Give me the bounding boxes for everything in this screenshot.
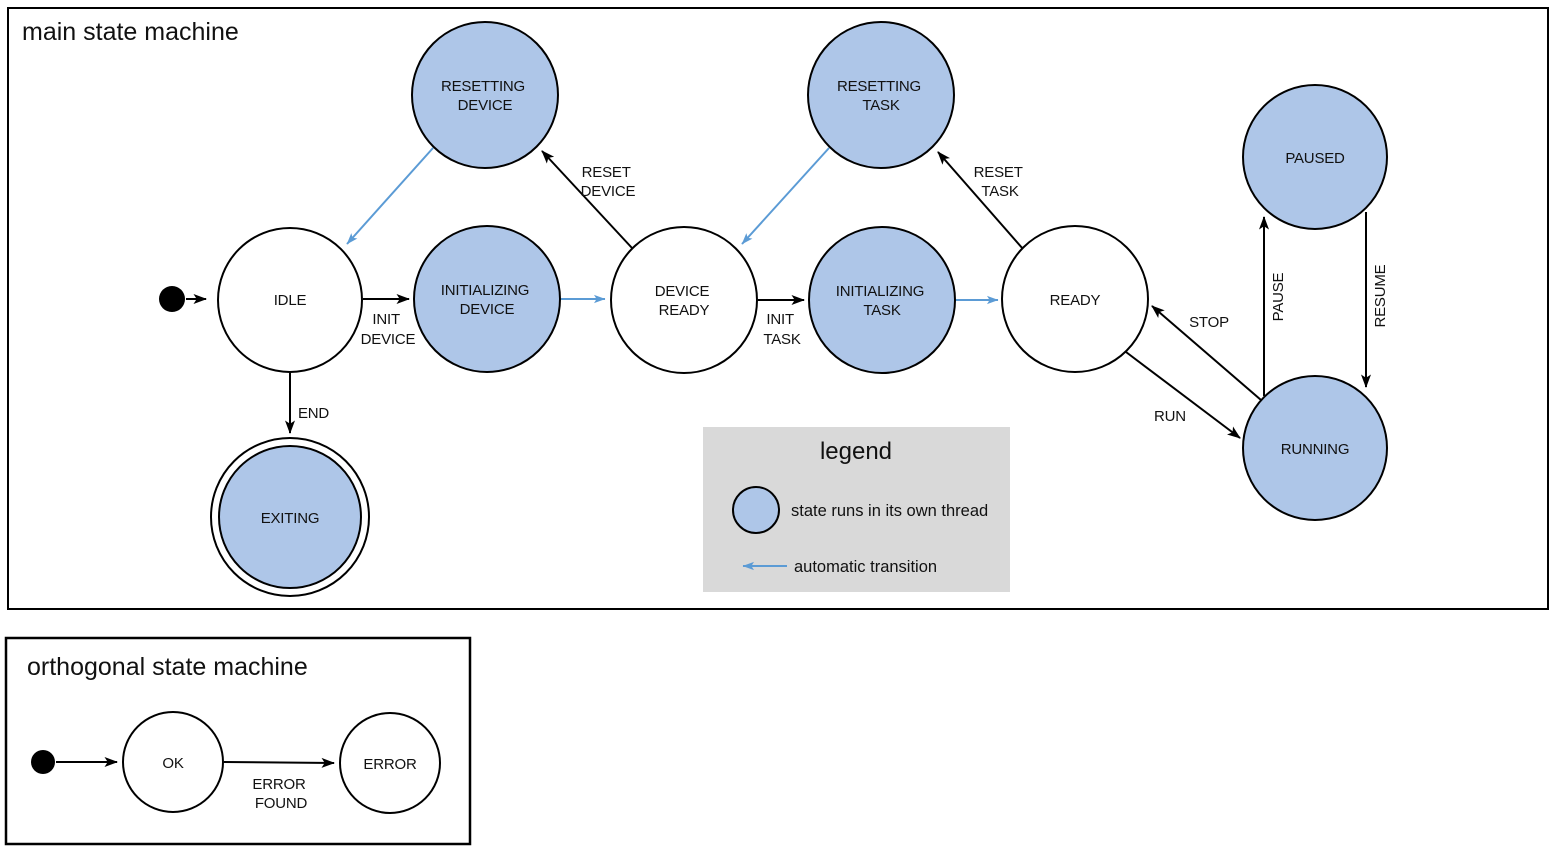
state-idle-circle (217, 227, 363, 373)
orthogonal-title: orthogonal state machine (27, 653, 308, 681)
state-device-ready-circle (610, 226, 758, 374)
transition-auto-reset-device-done (346, 147, 434, 245)
legend-threaded-state-swatch (732, 486, 780, 534)
state-resetting-device: RESETTING DEVICE (411, 21, 559, 169)
state-initializing-device-label: INITIALIZING DEVICE (441, 282, 533, 318)
orthogonal-initial-state-dot (31, 750, 55, 774)
transition-label-run: RUN (1154, 408, 1186, 425)
state-resetting-task-circle (807, 21, 955, 169)
transition-label-pause: PAUSE (1270, 272, 1287, 321)
transition-reset-device (541, 150, 633, 249)
state-device-ready-label: DEVICE READY (655, 283, 714, 319)
state-ok-label: OK (162, 755, 183, 772)
transition-label-reset-device: RESET DEVICE (581, 164, 636, 200)
state-resetting-task: RESETTING TASK (807, 21, 955, 169)
state-resetting-device-label: RESETTING DEVICE (441, 78, 529, 114)
state-initializing-device-circle (413, 225, 561, 373)
state-paused: PAUSED (1242, 84, 1388, 230)
orthogonal-machine: orthogonal state machine OK ERROR FOUND … (4, 636, 472, 846)
state-error-circle (339, 712, 441, 814)
transition-label-stop: STOP (1189, 314, 1229, 331)
state-initializing-task: INITIALIZING TASK (808, 226, 956, 374)
state-initializing-task-circle (808, 226, 956, 374)
state-exiting-label: EXITING (261, 510, 320, 527)
transition-label-reset-task: RESET TASK (974, 164, 1027, 200)
state-initializing-device: INITIALIZING DEVICE (413, 225, 561, 373)
legend-automatic-label: automatic transition (794, 558, 937, 576)
transition-label-resume: RESUME (1372, 264, 1389, 327)
state-resetting-device-circle (411, 21, 559, 169)
state-ok-circle (122, 711, 224, 813)
orthogonal-transition-error-found (223, 757, 335, 768)
transition-label-init-task: INIT TASK (763, 311, 800, 348)
state-idle-label: IDLE (274, 292, 307, 309)
main-title: main state machine (22, 18, 239, 46)
state-device-ready: DEVICE READY (610, 226, 758, 374)
state-idle: IDLE (217, 227, 363, 373)
initial-state-dot (159, 286, 185, 312)
transition-label-error-found: ERROR FOUND (252, 776, 309, 812)
transition-label-init-device: INIT DEVICE (361, 311, 416, 348)
transition-run (1125, 351, 1241, 439)
state-ready: READY (1001, 225, 1149, 373)
transition-reset-task (937, 151, 1024, 250)
legend-threaded-label: state runs in its own thread (791, 502, 988, 520)
state-ready-circle (1001, 225, 1149, 373)
state-paused-circle (1242, 84, 1388, 230)
transition-stop (1151, 305, 1262, 401)
transition-label-end: END (298, 405, 329, 422)
state-ready-label: READY (1050, 292, 1101, 309)
state-running-circle (1242, 375, 1388, 521)
transition-auto-reset-task-done (741, 147, 830, 245)
state-running: RUNNING (1242, 375, 1388, 521)
state-resetting-task-label: RESETTING TASK (837, 78, 925, 114)
state-exiting-inner-circle (218, 445, 362, 589)
state-exiting: EXITING (210, 437, 370, 597)
state-initializing-task-label: INITIALIZING TASK (836, 283, 928, 319)
legend-title: legend (820, 438, 892, 465)
state-running-label: RUNNING (1281, 441, 1350, 458)
state-error-label: ERROR (363, 756, 417, 773)
legend: legend state runs in its own thread auto… (703, 427, 1010, 592)
state-paused-label: PAUSED (1285, 150, 1345, 167)
